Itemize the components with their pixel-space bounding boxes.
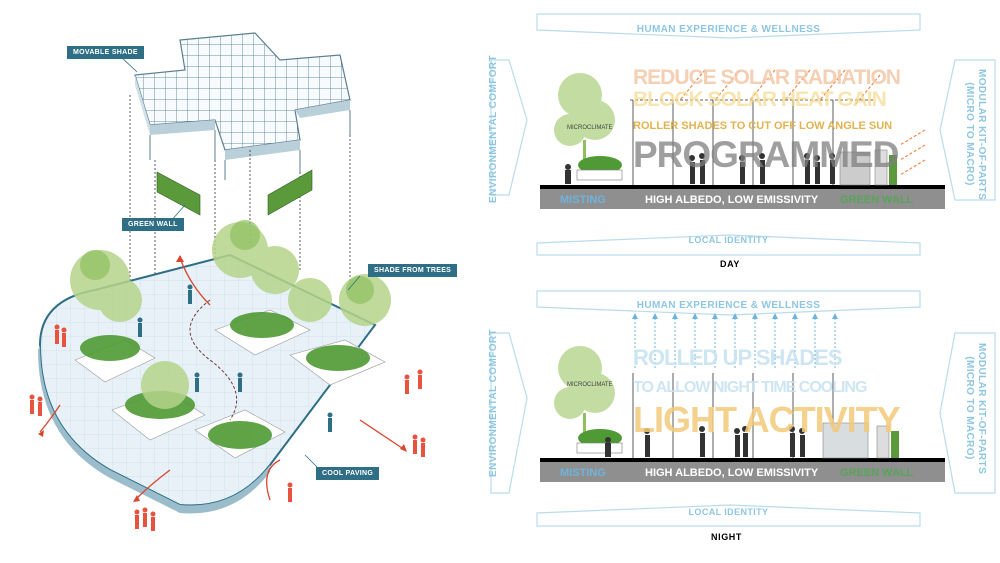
axonometric-diagram (29, 32, 426, 531)
night-right-vertical-label: MODULAR KIT-OF-PARTS (MICRO TO MACRO) (963, 343, 987, 475)
night-bottom-banner: LOCAL IDENTITY (688, 507, 769, 517)
day-microclimate-label: MICROCLIMATE (567, 125, 613, 131)
night-left-vertical-label: ENVIRONMENTAL COMFORT (488, 328, 499, 477)
night-big-word: LIGHT ACTIVITY (633, 399, 901, 440)
day-section: HUMAN EXPERIENCE & WELLNESS ENVIRONMENTA… (485, 0, 1000, 280)
day-ground-labels: MISTING HIGH ALBEDO, LOW EMISSIVITY GREE… (540, 191, 945, 209)
tag-cool-paving: COOL PAVING (316, 467, 380, 480)
day-ground-green-wall: GREEN WALL (840, 194, 914, 206)
night-top-banner: HUMAN EXPERIENCE & WELLNESS (636, 300, 821, 311)
day-right-vertical-line1: MODULAR KIT-OF-PARTS (976, 69, 987, 201)
night-text-line2: TO ALLOW NIGHT TIME COOLING (633, 379, 867, 396)
day-caption: DAY (720, 259, 740, 269)
night-text-line1: ROLLED UP SHADES (633, 345, 843, 370)
night-caption: NIGHT (711, 532, 742, 542)
night-section: HUMAN EXPERIENCE & WELLNESS ENVIRONMENTA… (485, 283, 1000, 563)
night-frame (490, 290, 996, 527)
day-ground-albedo: HIGH ALBEDO, LOW EMISSIVITY (645, 194, 819, 206)
tag-movable-shade: MOVABLE SHADE (67, 46, 144, 59)
day-bottom-banner: LOCAL IDENTITY (688, 235, 769, 245)
day-ground-misting: MISTING (560, 194, 606, 206)
night-ground-green-wall: GREEN WALL (840, 467, 914, 479)
day-right-vertical-label: MODULAR KIT-OF-PARTS (MICRO TO MACRO) (963, 69, 987, 201)
day-left-vertical-label: ENVIRONMENTAL COMFORT (488, 54, 499, 203)
day-big-word: PROGRAMMED (633, 134, 899, 175)
day-text-line3: ROLLER SHADES TO CUT OFF LOW ANGLE SUN (633, 120, 893, 132)
day-text-line1: REDUCE SOLAR RADIATION (633, 66, 901, 89)
tag-shade-from-trees: SHADE FROM TREES (368, 264, 458, 277)
green-wall-panel-right (267, 169, 313, 216)
tag-green-wall: GREEN WALL (122, 218, 184, 231)
night-ground-albedo: HIGH ALBEDO, LOW EMISSIVITY (645, 467, 819, 479)
day-right-vertical-line2: (MICRO TO MACRO) (964, 82, 975, 186)
movable-shade-roof (134, 32, 351, 180)
green-wall-panel-left (156, 171, 201, 216)
night-right-vertical-line2: (MICRO TO MACRO) (964, 356, 975, 460)
night-ground-labels: MISTING HIGH ALBEDO, LOW EMISSIVITY GREE… (540, 464, 945, 482)
day-frame (490, 13, 996, 256)
night-right-vertical-line1: MODULAR KIT-OF-PARTS (976, 343, 987, 475)
night-microclimate-label: MICROCLIMATE (567, 382, 613, 388)
day-top-banner: HUMAN EXPERIENCE & WELLNESS (636, 24, 821, 35)
night-ground-misting: MISTING (560, 467, 606, 479)
day-text-line2: BLOCK SOLAR HEAT GAIN (633, 88, 887, 111)
